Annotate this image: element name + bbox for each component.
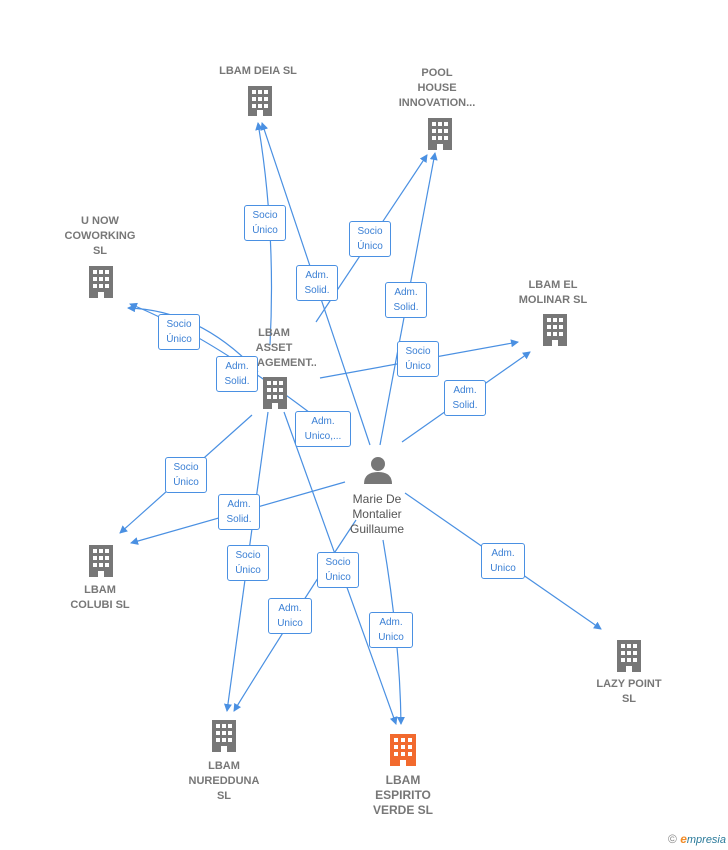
edge-label: Socio Único bbox=[244, 205, 286, 241]
edge-label: Adm. Unico bbox=[369, 612, 413, 648]
building-icon bbox=[543, 314, 567, 346]
edge-label: Socio Único bbox=[227, 545, 269, 581]
edge-label: Adm. Solid. bbox=[444, 380, 486, 416]
edge-label: Socio Único bbox=[349, 221, 391, 257]
person-icon bbox=[364, 457, 392, 484]
brand-logo-e: e bbox=[680, 832, 687, 846]
edge-label: Adm. Solid. bbox=[216, 356, 258, 392]
node-lbam-nuredduna[interactable]: LBAM NUREDDUNA SL bbox=[188, 760, 260, 802]
edge-label: Adm. Unico,... bbox=[295, 411, 351, 447]
node-lbam-el-molinar[interactable]: LBAM EL MOLINAR SL bbox=[518, 279, 588, 306]
node-lbam-deia[interactable]: LBAM DEIA SL bbox=[219, 65, 297, 77]
edge-label: Socio Único bbox=[165, 457, 207, 493]
edge-label: Adm. Solid. bbox=[218, 494, 260, 530]
edge-label: Adm. Solid. bbox=[296, 265, 338, 301]
node-lazy-point[interactable]: LAZY POINT SL bbox=[596, 678, 662, 705]
footer-brand: © empresia bbox=[668, 832, 726, 846]
edge-label: Socio Único bbox=[317, 552, 359, 588]
edge-label: Adm. Solid. bbox=[385, 282, 427, 318]
brand-name: mpresia bbox=[686, 834, 726, 846]
edge-label: Adm. Unico bbox=[268, 598, 312, 634]
building-icon bbox=[617, 640, 641, 672]
building-icon bbox=[263, 377, 287, 409]
building-icon bbox=[248, 86, 272, 116]
copyright-icon: © bbox=[668, 832, 677, 846]
building-icon bbox=[212, 720, 236, 752]
building-icon bbox=[89, 266, 113, 298]
edge-label: Adm. Unico bbox=[481, 543, 525, 579]
focus-building-icon bbox=[390, 734, 416, 766]
node-lbam-espirito[interactable]: LBAM ESPIRITO VERDE SL bbox=[372, 773, 433, 817]
node-lbam-colubi[interactable]: LBAM COLUBI SL bbox=[70, 584, 130, 611]
edge-label: Socio Único bbox=[158, 314, 200, 350]
building-icon bbox=[428, 118, 452, 150]
node-person[interactable]: Marie De Montalier Guillaume bbox=[349, 492, 405, 536]
node-u-now[interactable]: U NOW COWORKING SL bbox=[64, 215, 136, 257]
edge-label: Socio Único bbox=[397, 341, 439, 377]
building-icon bbox=[89, 545, 113, 577]
node-pool-house[interactable]: POOL HOUSE INNOVATION... bbox=[398, 67, 476, 109]
